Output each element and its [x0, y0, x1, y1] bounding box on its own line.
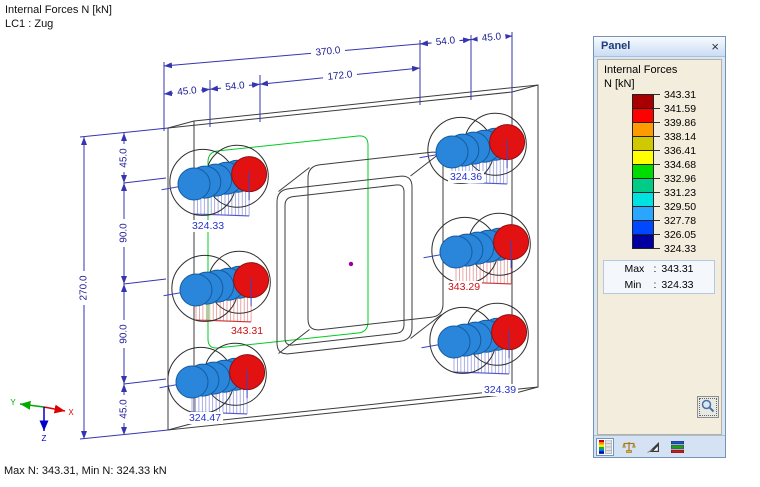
panel-toolbar	[594, 435, 725, 457]
scale-value: 334.68	[664, 159, 697, 171]
scale-color-box	[632, 192, 654, 207]
bolt-force-label: 324.47	[189, 412, 221, 424]
panel-body: Internal Forces N [kN] 343.31 341.59 339.8…	[594, 57, 725, 457]
dim-top-chain: 54.0	[435, 35, 456, 48]
scale-value: 343.31	[664, 89, 697, 101]
scale-color-box	[632, 122, 654, 137]
panel-result-unit: N [kN]	[604, 78, 635, 90]
separator: :	[653, 263, 657, 275]
scale-value: 327.78	[664, 215, 697, 227]
scale-value: 339.86	[664, 117, 697, 129]
result-title: Internal Forces N [kN]	[5, 4, 112, 16]
panel-result-title: Internal Forces	[604, 64, 678, 76]
scale-options-button[interactable]	[697, 396, 719, 418]
axis-x-label: X	[68, 408, 74, 417]
dim-top-chain: 45.0	[177, 85, 198, 98]
panel-results-area: Internal Forces N [kN] 343.31 341.59 339.8…	[597, 59, 722, 435]
scale-color-box	[632, 164, 654, 179]
scale-color-box	[632, 234, 654, 249]
maxmin-box: Max:343.31 Min:324.33	[603, 260, 715, 294]
scale-value: 329.50	[664, 201, 697, 213]
color-scale-icon	[598, 439, 612, 454]
tab-measure[interactable]	[644, 438, 662, 456]
scale-value: 338.14	[664, 131, 697, 143]
color-scale: 343.31 341.59 339.86 338.14 336.41 334.68 332.…	[632, 89, 724, 264]
dim-left-total: 270.0	[79, 275, 90, 300]
max-value: 343.31	[661, 263, 694, 275]
scale-tick	[654, 234, 660, 235]
scale-color-box	[632, 136, 654, 151]
scale-color-box	[632, 94, 654, 109]
dimension-lines	[79, 32, 513, 440]
bolt[interactable]: 324.33	[161, 144, 269, 232]
magnifier-icon	[701, 399, 715, 412]
load-case-label: LC1 : Zug	[5, 18, 54, 30]
bolt[interactable]: 324.39	[421, 302, 529, 396]
scale-value: 336.41	[664, 145, 697, 157]
status-minmax: Max N: 343.31, Min N: 324.33 kN	[4, 465, 167, 477]
center-node[interactable]	[348, 261, 354, 267]
min-value: 324.33	[661, 279, 694, 291]
min-label: Min	[624, 279, 642, 291]
bolt[interactable]: 324.47	[159, 342, 267, 424]
scale-tick	[654, 150, 660, 151]
scale-color-box	[632, 220, 654, 235]
bolt-force-label: 324.36	[450, 171, 482, 183]
scale-color-box	[632, 108, 654, 123]
scale-tick	[654, 94, 660, 95]
scale-color-box	[632, 206, 654, 221]
dim-left-chain: 90.0	[119, 223, 130, 243]
bolt[interactable]: 324.36	[419, 112, 527, 185]
axis-triad: Y X Z	[10, 398, 74, 443]
scale-value: 332.96	[664, 173, 697, 185]
dim-top-chain: 54.0	[225, 80, 246, 93]
panel-window: Panel × Internal Forces N [kN] 343.31 341…	[593, 36, 726, 458]
dim-top-chain: 172.0	[327, 69, 353, 83]
result-bars-icon	[670, 440, 684, 453]
scale-tick	[654, 136, 660, 137]
dim-left-chain: 45.0	[119, 399, 130, 419]
set-square-icon	[646, 442, 659, 453]
tab-balance[interactable]	[620, 438, 638, 456]
dim-left-chain: 90.0	[119, 324, 130, 344]
axis-y-label: Y	[10, 398, 16, 407]
dimension-labels: 370.0 54.0 45.0 45.0 54.0 172.0 270.0 45…	[78, 30, 507, 423]
surface-boundary	[207, 135, 369, 349]
scale-tick	[654, 206, 660, 207]
scale-color-box	[632, 178, 654, 193]
balance-icon	[622, 441, 636, 453]
scale-tick	[654, 122, 660, 123]
scale-tick	[654, 192, 660, 193]
scale-tick	[654, 248, 660, 249]
bolt-force-label: 343.29	[448, 281, 480, 293]
bolt[interactable]: 343.31	[163, 250, 271, 337]
scale-color-box	[632, 150, 654, 165]
bolt-force-label: 324.39	[484, 384, 516, 396]
panel-title: Panel	[601, 40, 631, 52]
axis-z-label: Z	[42, 434, 47, 443]
dim-top-total: 370.0	[315, 45, 341, 59]
scale-value: 341.59	[664, 103, 697, 115]
scale-value: 326.05	[664, 229, 697, 241]
tube-outline[interactable]	[276, 151, 444, 355]
scale-value: 324.33	[664, 243, 697, 255]
panel-titlebar[interactable]: Panel ×	[594, 37, 725, 57]
dim-top-chain: 45.0	[481, 31, 502, 44]
dim-left-chain: 45.0	[119, 148, 130, 168]
max-label: Max	[624, 263, 645, 275]
tab-color-scale[interactable]	[596, 437, 614, 456]
tab-result-bars[interactable]	[668, 438, 686, 456]
scale-value: 331.23	[664, 187, 697, 199]
bolt-force-label: 324.33	[192, 220, 224, 232]
bolt-force-label: 343.31	[231, 325, 263, 337]
scale-tick	[654, 164, 660, 165]
close-icon[interactable]: ×	[711, 39, 719, 54]
scale-tick	[654, 108, 660, 109]
scale-tick	[654, 178, 660, 179]
separator: :	[653, 279, 657, 291]
bolt[interactable]: 343.29	[423, 212, 531, 293]
bolt-group: 324.33 343.31 324.47 324.36 343.29 324.39	[159, 112, 531, 424]
scale-tick	[654, 220, 660, 221]
